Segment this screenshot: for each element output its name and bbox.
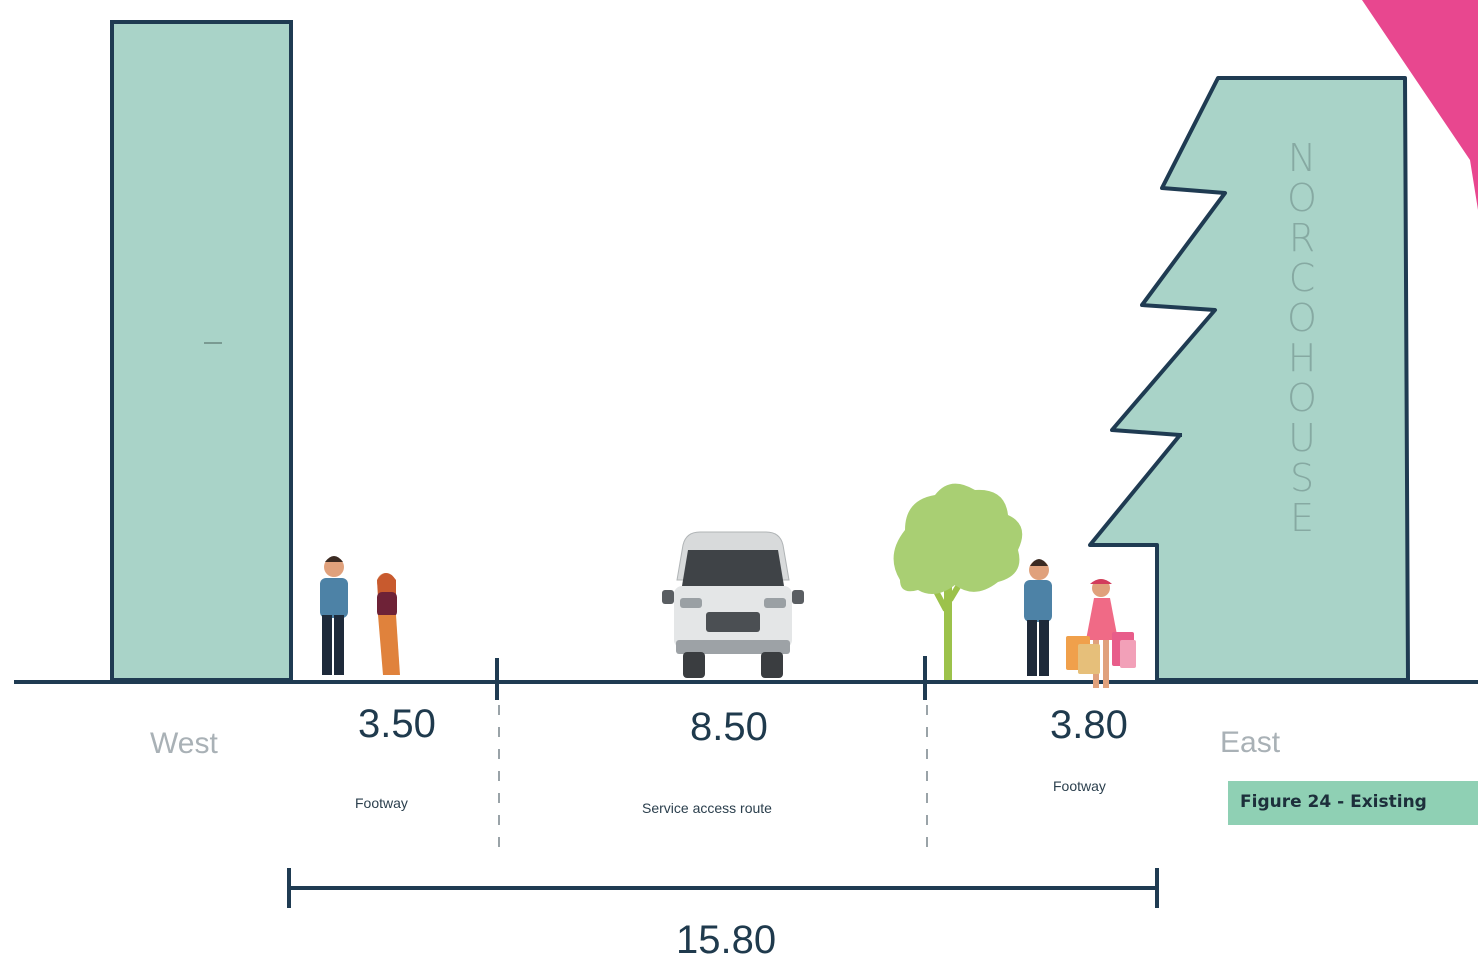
van-icon: [662, 531, 804, 678]
east-label: East: [1220, 726, 1281, 759]
pedestrian-woman-shopping-icon: [1066, 579, 1136, 688]
segment-center-value: 8.50: [690, 705, 768, 749]
segment-center-label: Service access route: [642, 800, 772, 816]
segment-east-value: 3.80: [1050, 703, 1128, 747]
pedestrian-man-west-icon: [320, 556, 348, 675]
segment-west-value: 3.50: [358, 702, 436, 746]
total-dimension-line: [287, 868, 1159, 908]
segment-west-label: Footway: [355, 795, 408, 811]
figure-caption: Figure 24 - Existing: [1228, 781, 1478, 825]
building-name-label: NORCOHOUSE: [1287, 136, 1317, 540]
total-width-value: 15.80: [676, 918, 777, 962]
west-label: West: [150, 727, 218, 760]
pedestrian-woman-west-icon: [377, 573, 400, 675]
pedestrian-man-east-icon: [1024, 559, 1052, 676]
norco-house-building: [1088, 76, 1410, 682]
segment-east-label: Footway: [1053, 778, 1106, 794]
west-building: [110, 20, 293, 682]
tree-icon: [893, 483, 1023, 680]
corner-accent: [1362, 0, 1478, 210]
